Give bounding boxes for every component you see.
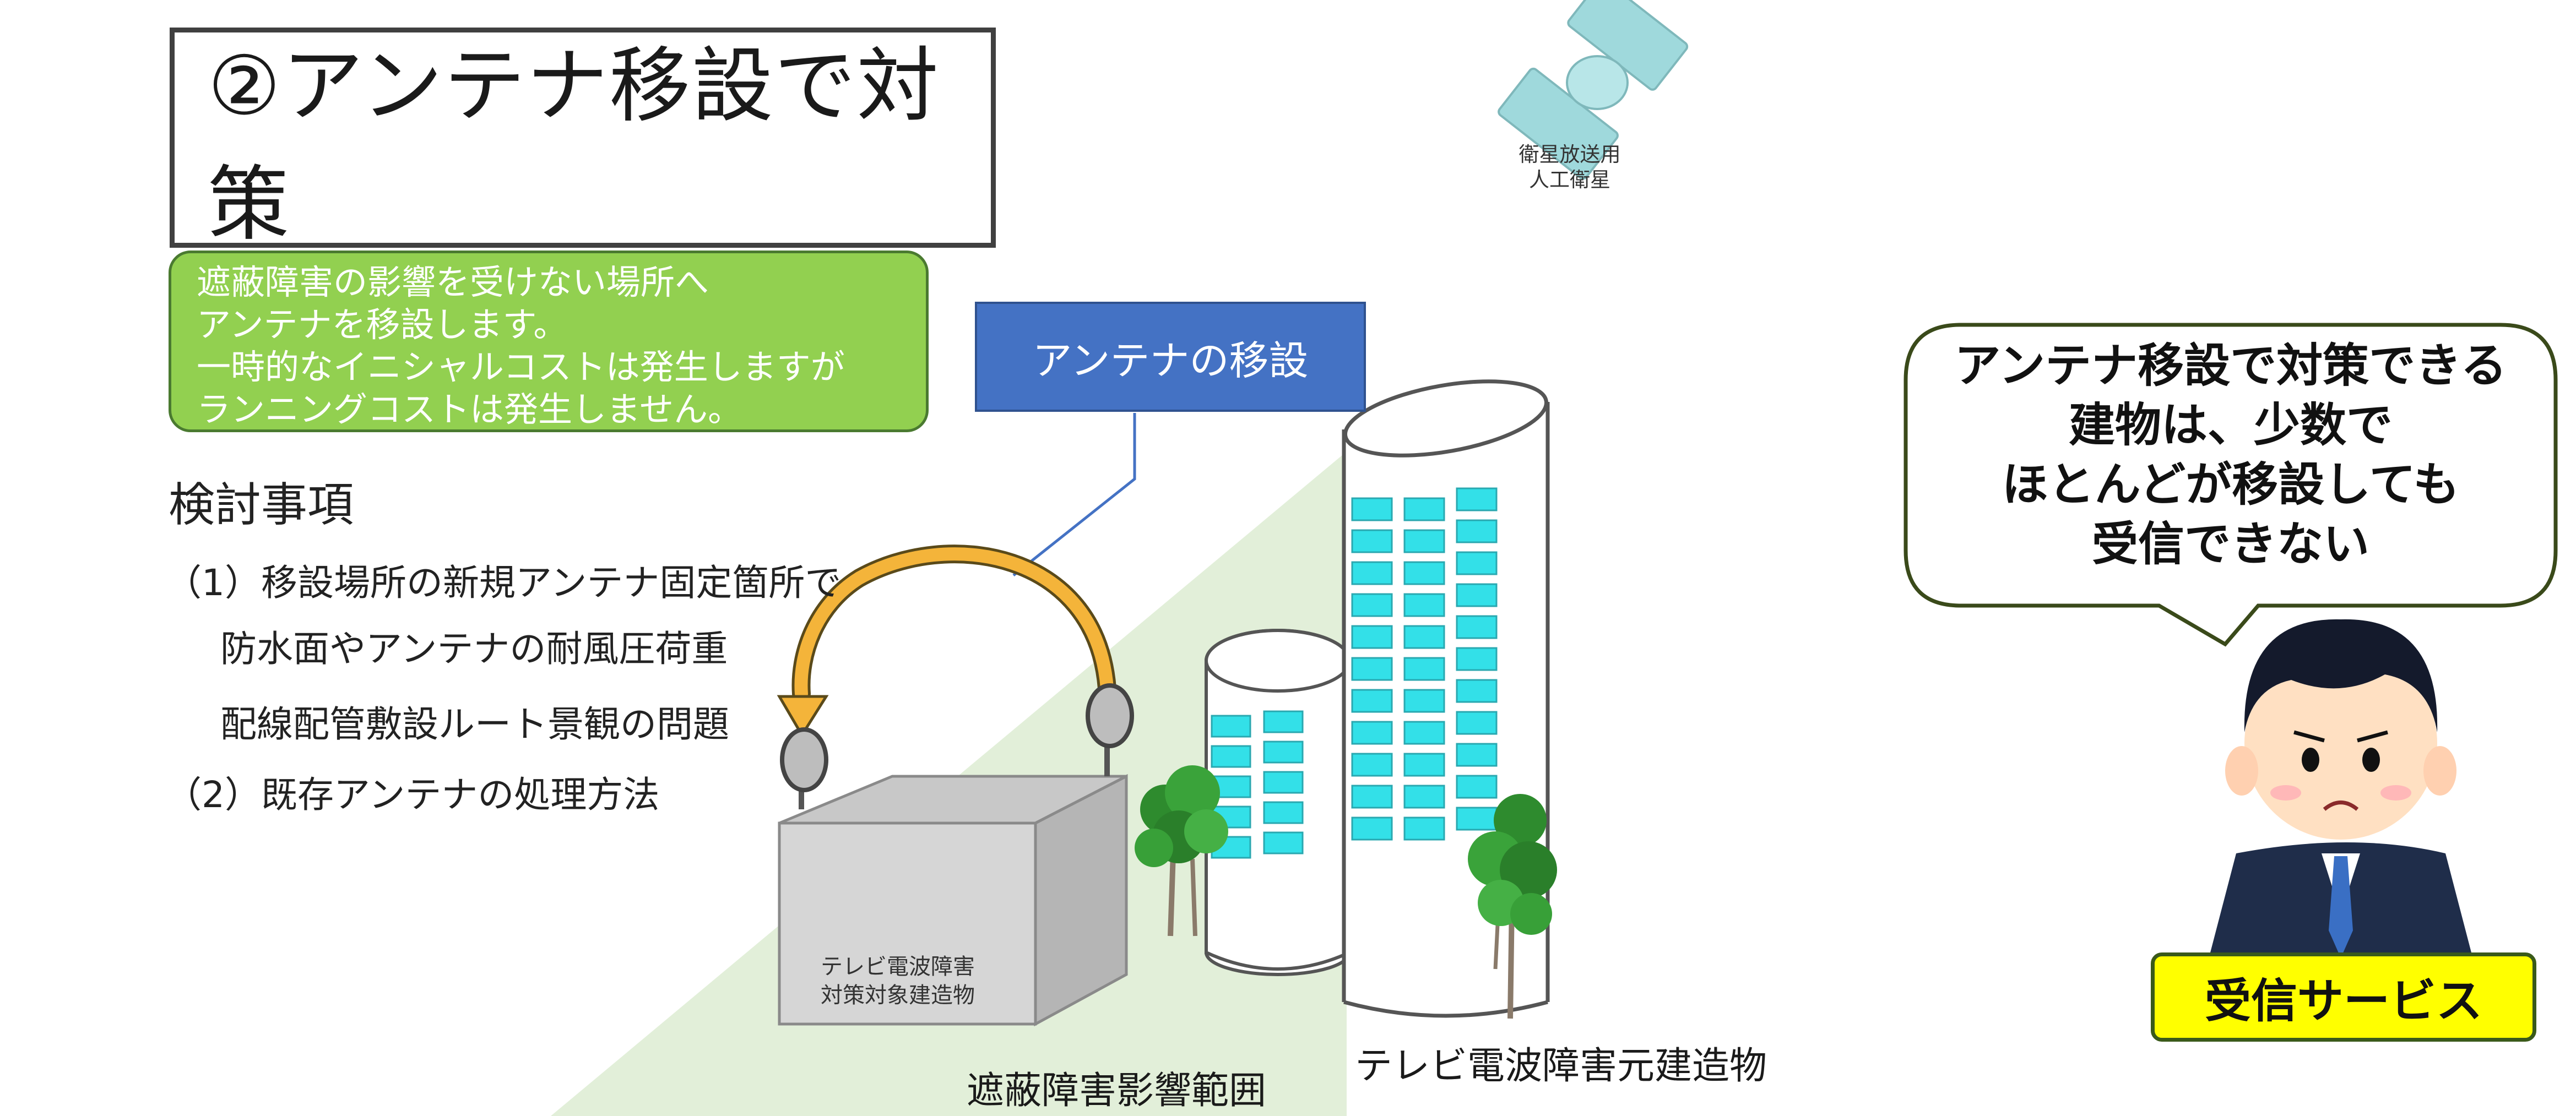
consideration-item: 防水面やアンテナの耐風圧荷重 (220, 628, 728, 670)
speech-bubble-text: アンテナ移設で対策できる 建物は、少数で ほとんどが移設しても 受信できない (1917, 336, 2545, 574)
target-building (778, 774, 1128, 1027)
description-line: ランニングコストは発生しません。 (197, 389, 742, 429)
shadow-area-caption: 遮蔽障害影響範囲 (967, 1069, 1267, 1113)
description-box: 遮蔽障害の影響を受けない場所へ アンテナを移設します。 一時的なイニシャルコスト… (169, 251, 929, 432)
consideration-item: （2）既存アンテナの処理方法 (165, 774, 660, 816)
description-line: 一時的なイニシャルコストは発生しますが (197, 347, 845, 387)
right-antenna-icon (1086, 683, 1134, 776)
description-line: アンテナを移設します。 (197, 304, 568, 345)
mid-building (1205, 629, 1351, 976)
speech-bubble-line: アンテナ移設で対策できる (1954, 339, 2507, 393)
interference-tower (1342, 379, 1550, 1018)
speech-bubble-line: 建物は、少数で (2068, 398, 2393, 452)
move-arrow (777, 545, 1116, 738)
tree-left-icon (1135, 765, 1228, 937)
consideration-item: 配線配管敷設ルート景観の問題 (220, 703, 729, 745)
speech-bubble-line: ほとんどが移設しても (2002, 458, 2460, 511)
satellite-caption-line: 衛星放送用 (1519, 143, 1621, 166)
tower-caption: テレビ電波障害元建造物 (1355, 1044, 1767, 1088)
satellite-icon (1498, 0, 1689, 180)
target-building-caption-line: テレビ電波障害 (821, 954, 975, 979)
speech-bubble (1903, 323, 2558, 647)
page-title: ②アンテナ移設で対策 (170, 28, 996, 252)
description-line: 遮蔽障害の影響を受けない場所へ (197, 262, 709, 302)
left-antenna-icon (780, 727, 828, 809)
target-building-caption-line: 対策対象建造物 (821, 983, 975, 1008)
target-building-caption: テレビ電波障害 対策対象建造物 (788, 952, 1008, 1010)
worried-person-icon (2203, 619, 2479, 980)
consideration-item: （1）移設場所の新規アンテナ固定箇所で (165, 562, 842, 604)
speech-bubble-line: 受信できない (2091, 517, 2369, 571)
satellite-caption-line: 人工衛星 (1529, 168, 1610, 192)
tree-right-icon (1468, 794, 1557, 1019)
considerations-heading: 検討事項 (169, 478, 354, 532)
label-connector-line (1012, 413, 1136, 576)
reception-service-label: 受信サービス (2151, 952, 2536, 1042)
satellite-caption: 衛星放送用 人工衛星 (1504, 142, 1636, 193)
antenna-move-label: アンテナの移設 (975, 302, 1366, 412)
